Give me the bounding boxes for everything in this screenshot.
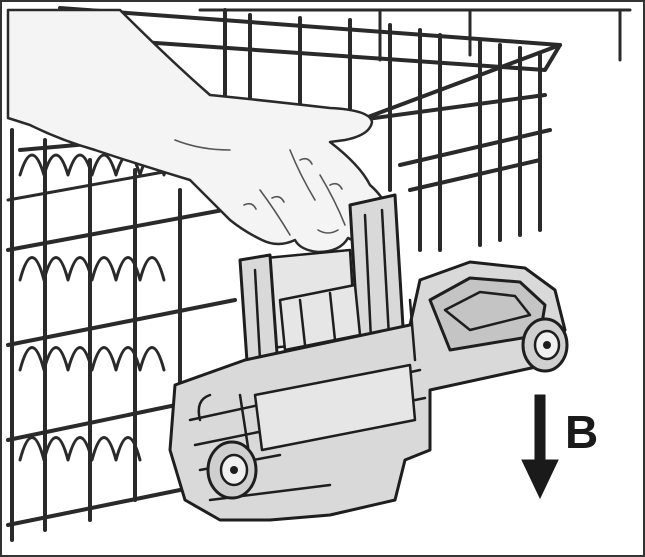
roller-carrier [168, 260, 567, 522]
direction-arrow-down [521, 394, 559, 500]
front-wheel [206, 440, 258, 500]
rear-wheel [521, 317, 569, 373]
direction-label: B [565, 406, 598, 458]
